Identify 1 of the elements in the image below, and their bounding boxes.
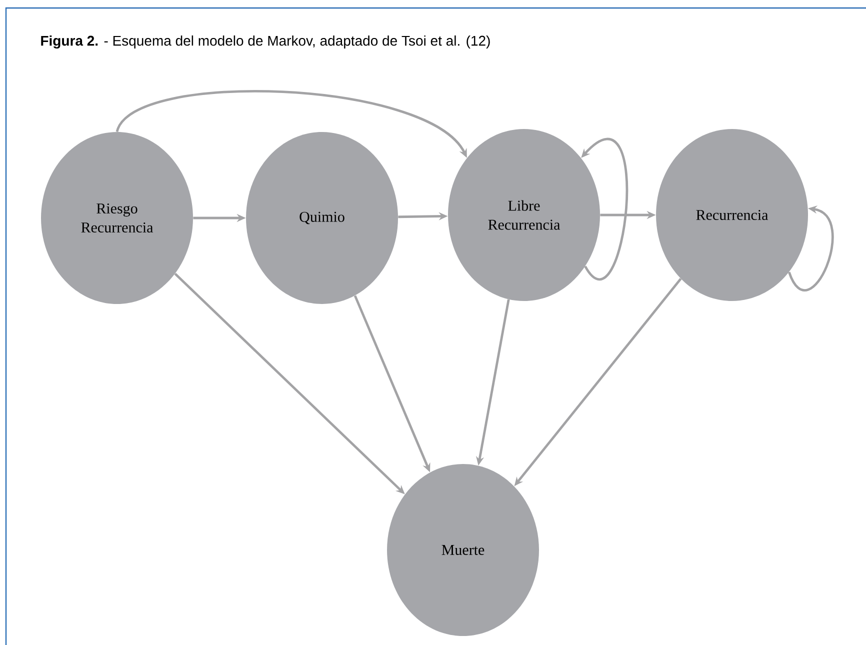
figure-title: Figura 2. - Esquema del modelo de Markov, adaptado de Tsoi et al. (12) (41, 35, 490, 49)
